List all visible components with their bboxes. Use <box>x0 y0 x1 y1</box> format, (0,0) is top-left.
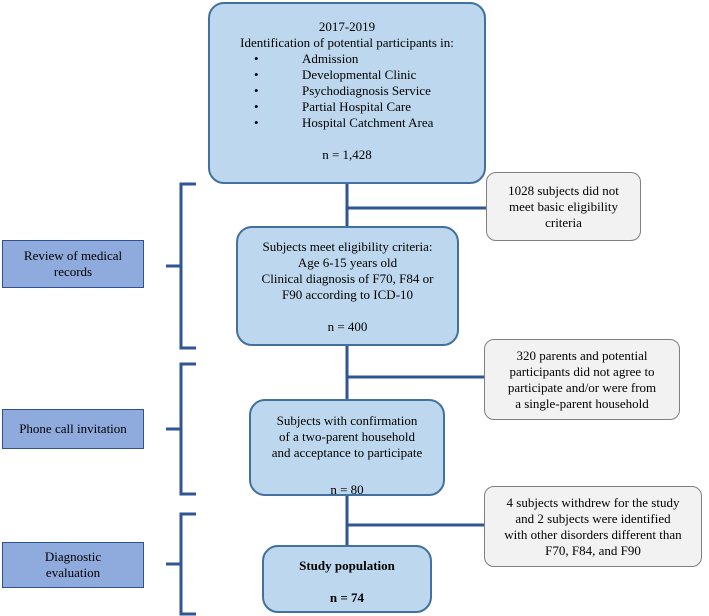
exclusion-line: 4 subjects withdrew for the study <box>506 494 680 510</box>
eligibility-count: n = 400 <box>327 319 368 334</box>
confirmation-line: Subjects with confirmation <box>276 413 418 428</box>
source-item: •Psychodiagnosis Service <box>254 83 431 98</box>
stage-label: evaluation <box>45 565 101 580</box>
bracket-review <box>166 182 196 350</box>
study-population-count: n = 74 <box>329 590 365 605</box>
source-item: •Partial Hospital Care <box>254 99 412 114</box>
identification-heading: Identification of potential participants… <box>240 35 454 50</box>
exclusion-line: criteria <box>545 214 582 230</box>
identification-box: 2017-2019 Identification of potential pa… <box>208 2 486 184</box>
exclusion-line: with other disorders different than <box>504 526 682 542</box>
exclusion-line: F70, F84, and F90 <box>545 542 641 558</box>
study-population-title: Study population <box>299 558 395 573</box>
identification-count: n = 1,428 <box>322 147 372 162</box>
confirmation-count: n = 80 <box>330 482 364 497</box>
stage-diagnostic-evaluation: Diagnostic evaluation <box>2 542 144 588</box>
exclusion-box-3: 4 subjects withdrew for the study and 2 … <box>484 486 702 567</box>
exclusion-line: participate and/or were from <box>507 379 657 395</box>
confirmation-box: Subjects with confirmation of a two-pare… <box>249 399 445 497</box>
bracket-diagnostic <box>166 512 196 616</box>
bracket-phone <box>166 362 196 496</box>
exclusion-line: participants did not agree to <box>509 363 655 379</box>
stage-label: Diagnostic <box>44 549 102 564</box>
exclusion-line: 320 parents and potential <box>516 347 648 363</box>
confirmation-line: and acceptance to participate <box>271 445 423 460</box>
exclusion-line: a single-parent household <box>515 395 649 411</box>
source-list: •Admission •Developmental Clinic •Psycho… <box>210 51 484 131</box>
stage-review-medical-records: Review of medical records <box>2 240 144 288</box>
exclusion-box-1: 1028 subjects did not meet basic eligibi… <box>486 172 641 241</box>
eligibility-line: Subjects meet eligibility criteria: <box>262 239 433 254</box>
exclusion-line: meet basic eligibility <box>508 198 619 214</box>
study-population-box: Study population n = 74 <box>262 545 432 613</box>
identification-years: 2017-2019 <box>318 19 376 34</box>
exclusion-line: 1028 subjects did not <box>508 182 619 198</box>
confirmation-line: of a two-parent household <box>278 429 416 444</box>
stage-label: Review of medical <box>23 248 123 263</box>
exclusion-line: and 2 subjects were identified <box>515 510 671 526</box>
stage-label: records <box>53 264 93 279</box>
stage-phone-call-invitation: Phone call invitation <box>2 409 144 449</box>
eligibility-box: Subjects meet eligibility criteria: Age … <box>236 226 459 346</box>
eligibility-line: F90 according to ICD-10 <box>281 287 414 302</box>
source-item: •Admission <box>254 51 359 66</box>
source-item: •Developmental Clinic <box>254 67 417 82</box>
exclusion-box-2: 320 parents and potential participants d… <box>484 339 680 420</box>
stage-label: Phone call invitation <box>19 421 127 436</box>
source-item: •Hospital Catchment Area <box>254 115 434 130</box>
eligibility-line: Age 6-15 years old <box>297 255 398 270</box>
eligibility-line: Clinical diagnosis of F70, F84 or <box>261 271 434 286</box>
